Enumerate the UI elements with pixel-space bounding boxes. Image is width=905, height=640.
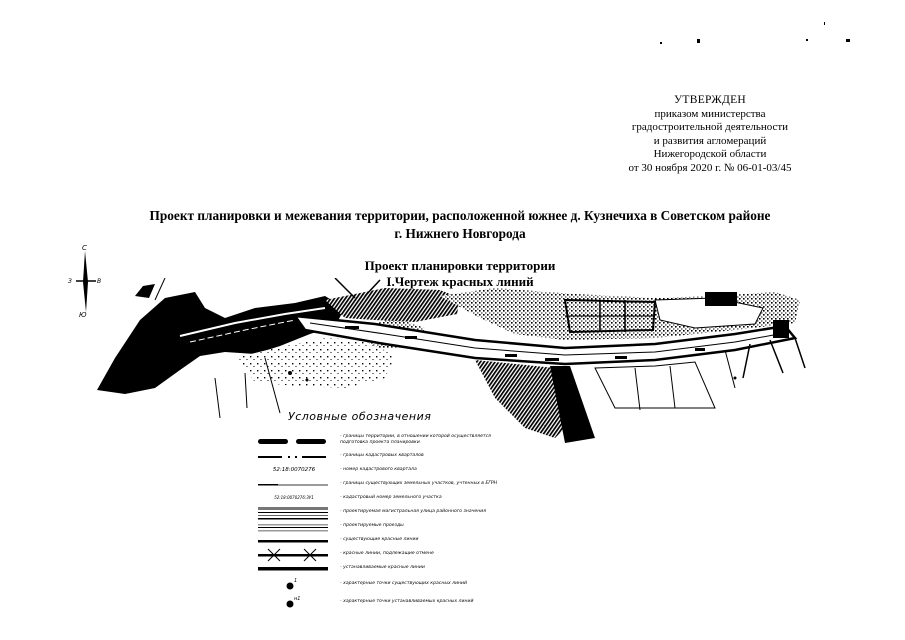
- legend-item-text: - характерные точки устанавливаемых крас…: [340, 599, 474, 604]
- compass-east: В: [97, 278, 101, 285]
- dash-dot-line-icon: [258, 449, 330, 463]
- approval-line: от 30 ноября 2020 г. № 06-01-03/45: [628, 161, 792, 174]
- approval-line: градостроительной деятельности: [631, 121, 789, 134]
- legend-item: н1 - характерные точки устанавливаемых к…: [258, 593, 528, 611]
- double-line-driveway-icon: [258, 519, 330, 533]
- approval-line: Нижегородской области: [653, 148, 767, 161]
- land-plot-label: 52:18:0070276:ЗУ1: [274, 495, 314, 500]
- legend-item: - красные линии, подлежащие отмене: [258, 547, 528, 562]
- scan-speck: [846, 39, 850, 42]
- legend-item-text: - существующие красные линии: [340, 537, 419, 542]
- thin-gray-line-icon: [258, 477, 330, 491]
- legend-item-text: - границы кадастровых кварталов: [340, 453, 424, 458]
- thick-dashed-line-icon: [258, 433, 330, 447]
- legend-item-text: - кадастровый номер земельного участка: [340, 495, 442, 500]
- svg-text:1: 1: [294, 578, 297, 584]
- approval-line: приказом министерства: [654, 107, 766, 120]
- approval-title: УТВЕРЖДЕН: [673, 94, 747, 106]
- document-title-line: г. Нижнего Новгорода: [394, 226, 526, 241]
- legend-item-text: - границы существующих земельных участко…: [340, 481, 498, 486]
- cadastral-quarter-label: 52:18:0070276: [272, 467, 316, 473]
- subtitle-line: I.Чертеж красных линий: [386, 274, 534, 289]
- legend-item-text: - характерные точки существующих красных…: [340, 581, 468, 586]
- document-title: Проект планировки и межевания территории…: [100, 207, 820, 243]
- legend-title: Условные обозначения: [288, 410, 432, 423]
- document-title-line: Проект планировки и межевания территории…: [149, 208, 771, 223]
- legend-item: - проектируемые проезды: [258, 519, 528, 533]
- document-subtitle: Проект планировки территории I.Чертеж кр…: [300, 258, 620, 290]
- legend: Условные обозначения - границы территори…: [258, 410, 528, 611]
- legend-item: 52:18:0070276 - номер кадастрового кварт…: [258, 463, 528, 477]
- established-point-icon: н1: [258, 593, 330, 611]
- compass-south: Ю: [79, 311, 87, 317]
- scan-speck: [806, 39, 808, 41]
- multi-line-road-icon: [258, 505, 330, 520]
- legend-item-text: - номер кадастрового квартала: [340, 467, 417, 472]
- approval-stamp: УТВЕРЖДЕН приказом министерства градостр…: [600, 94, 820, 176]
- scan-speck: [824, 22, 825, 25]
- legend-item: 52:18:0070276:ЗУ1 - кадастровый номер зе…: [258, 491, 528, 505]
- subtitle-line: Проект планировки территории: [364, 258, 556, 273]
- existing-red-line-icon: [258, 533, 330, 547]
- existing-point-icon: 1: [258, 575, 330, 593]
- red-lines-map: [95, 277, 815, 448]
- approval-line: и развития агломераций: [653, 134, 767, 147]
- scan-speck: [697, 39, 700, 43]
- scan-speck: [660, 42, 662, 44]
- legend-item-text: - границы территории, в отношении которо…: [340, 434, 491, 445]
- legend-item: - границы существующих земельных участко…: [258, 477, 528, 491]
- svg-text:н1: н1: [294, 596, 300, 602]
- established-red-line-icon: [258, 561, 330, 575]
- legend-item-text: - красные линии, подлежащие отмене: [340, 551, 434, 556]
- legend-item: - устанавливаемые красные линии: [258, 561, 528, 575]
- legend-item: - существующие красные линии: [258, 533, 528, 547]
- crossed-line-icon: [258, 547, 330, 562]
- legend-item-text: - устанавливаемые красные линии: [340, 565, 425, 570]
- legend-item: - границы кадастровых кварталов: [258, 449, 528, 463]
- compass-west: З: [68, 278, 72, 285]
- legend-item: - границы территории, в отношении которо…: [258, 431, 528, 449]
- legend-item: 1 - характерные точки существующих красн…: [258, 575, 528, 593]
- legend-item: - проектируемая магистральная улица райо…: [258, 505, 528, 520]
- compass-north: С: [82, 244, 87, 252]
- legend-item-text: - проектируемая магистральная улица райо…: [340, 509, 486, 514]
- north-arrow-icon: С З В Ю: [64, 242, 114, 319]
- legend-item-text: - проектируемые проезды: [340, 523, 404, 528]
